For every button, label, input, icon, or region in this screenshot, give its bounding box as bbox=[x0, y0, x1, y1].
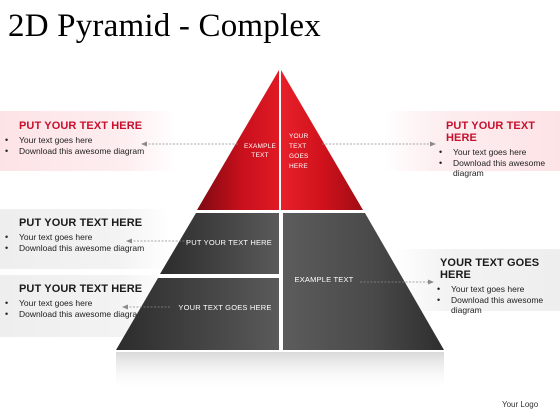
pyramid-reflection bbox=[116, 352, 444, 392]
arrowhead-icon bbox=[126, 238, 132, 244]
panel-heading: PUT YOUR TEXT HERE bbox=[19, 283, 143, 295]
bullet-item: Download this awesome diagram bbox=[5, 309, 170, 320]
bullet-item: Download this awesome diagram bbox=[5, 146, 178, 157]
pyramid-bottom-left-segment bbox=[116, 278, 279, 350]
bullet-item: Download this awesome diagram bbox=[5, 243, 170, 254]
text-panel-top-right: PUT YOUR TEXT HERE Your text goes here D… bbox=[384, 111, 560, 178]
logo-placeholder: Your Logo bbox=[502, 400, 539, 409]
bullet-list: Your text goes here Download this awesom… bbox=[384, 147, 560, 179]
text-panel-right: YOUR TEXT GOES HERE Your text goes here … bbox=[394, 249, 560, 315]
arrowhead-icon bbox=[122, 304, 128, 310]
bullet-list: Your text goes here Download this awesom… bbox=[0, 298, 170, 319]
arrowhead-icon bbox=[430, 141, 436, 147]
text-panel-top-left: PUT YOUR TEXT HERE Your text goes here D… bbox=[0, 111, 178, 171]
pyramid-bottom-label: YOUR TEXT GOES HERE bbox=[178, 303, 272, 312]
bullet-item: Download this awesome diagram bbox=[439, 158, 560, 179]
bullet-item: Download this awesome diagram bbox=[437, 295, 560, 316]
panel-heading: PUT YOUR TEXT HERE bbox=[19, 217, 143, 229]
bullet-item: Your text goes here bbox=[437, 284, 560, 295]
pyramid-top-left-segment bbox=[197, 70, 279, 210]
pyramid-top-right-label: YOUR TEXT GOES HERE bbox=[289, 133, 309, 170]
bullet-list: Your text goes here Download this awesom… bbox=[0, 135, 178, 156]
slide-title: 2D Pyramid - Complex bbox=[8, 8, 321, 44]
bullet-item: Your text goes here bbox=[5, 298, 170, 309]
pyramid-right-label: EXAMPLE TEXT bbox=[294, 275, 354, 284]
bullet-list: Your text goes here Download this awesom… bbox=[0, 232, 170, 253]
bullet-item: Your text goes here bbox=[5, 135, 178, 146]
bullet-item: Your text goes here bbox=[5, 232, 170, 243]
panel-heading: PUT YOUR TEXT HERE bbox=[446, 120, 536, 144]
arrowhead-icon bbox=[428, 279, 434, 285]
panel-heading: YOUR TEXT GOES HERE bbox=[440, 257, 540, 281]
arrowhead-icon bbox=[141, 141, 147, 147]
pyramid-right-segment bbox=[283, 213, 444, 350]
bullet-item: Your text goes here bbox=[439, 147, 560, 158]
pyramid-middle-left-segment bbox=[160, 213, 279, 274]
text-panel-middle-left: PUT YOUR TEXT HERE Your text goes here D… bbox=[0, 209, 170, 269]
pyramid-middle-label: PUT YOUR TEXT HERE bbox=[186, 238, 272, 247]
pyramid-top-right-segment bbox=[281, 70, 363, 210]
pyramid-top-left-label: EXAMPLE TEXT bbox=[243, 143, 277, 159]
bullet-list: Your text goes here Download this awesom… bbox=[394, 284, 560, 316]
panel-heading: PUT YOUR TEXT HERE bbox=[19, 120, 143, 132]
